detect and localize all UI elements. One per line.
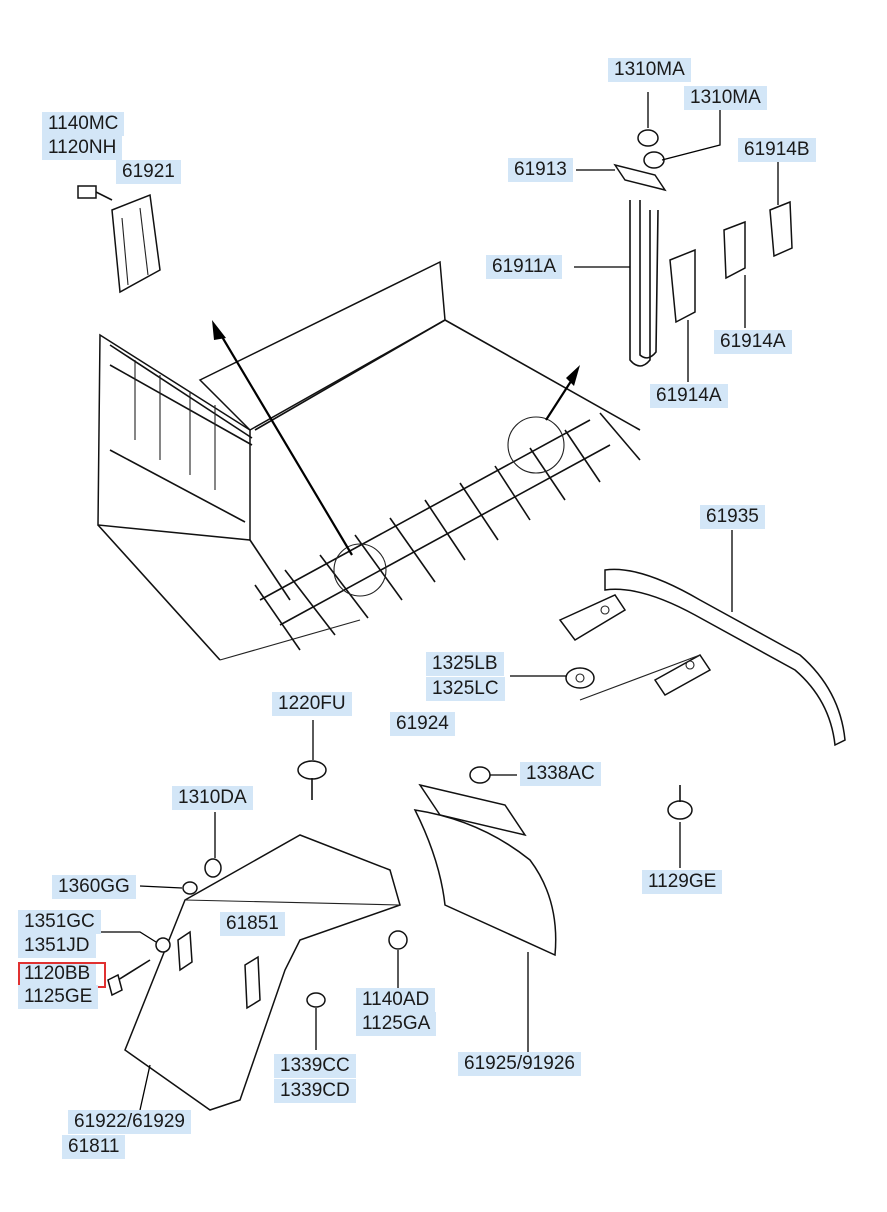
- part-label-61922-61929[interactable]: 61922/61929: [68, 1110, 191, 1134]
- part-label-1140AD[interactable]: 1140AD: [356, 988, 436, 1012]
- part-label-1125GA[interactable]: 1125GA: [356, 1012, 437, 1036]
- part-label-1140MC[interactable]: 1140MC: [42, 112, 125, 136]
- truck-bed-drawing: [97, 260, 641, 661]
- part-label-61935[interactable]: 61935: [700, 505, 765, 529]
- part-label-61913[interactable]: 61913: [508, 158, 573, 182]
- part-label-1325LC[interactable]: 1325LC: [426, 677, 505, 701]
- part-label-61924[interactable]: 61924: [390, 712, 455, 736]
- mudguard-61925-drawing: [413, 783, 557, 957]
- part-label-61925-91926[interactable]: 61925/91926: [458, 1052, 581, 1076]
- part-label-61851[interactable]: 61851: [220, 912, 285, 936]
- part-label-1310MA-upper[interactable]: 1310MA: [608, 58, 691, 82]
- nut-1325-drawing: [565, 667, 595, 689]
- mudguard-bracket-61935-drawing: [558, 568, 846, 747]
- part-label-61914A-left[interactable]: 61914A: [650, 384, 728, 408]
- part-label-1220FU[interactable]: 1220FU: [272, 692, 352, 716]
- part-label-1339CD[interactable]: 1339CD: [274, 1079, 356, 1103]
- part-label-1351GC[interactable]: 1351GC: [18, 910, 101, 934]
- part-label-61811[interactable]: 61811: [62, 1135, 126, 1159]
- ubolt-assembly-drawing: [613, 129, 793, 367]
- part-label-61921[interactable]: 61921: [116, 160, 181, 184]
- part-label-1310DA[interactable]: 1310DA: [172, 786, 253, 810]
- part-label-1129GE[interactable]: 1129GE: [642, 870, 723, 894]
- part-label-1120BB[interactable]: 1120BB: [18, 962, 97, 986]
- part-label-1338AC[interactable]: 1338AC: [520, 762, 601, 786]
- part-label-1360GG[interactable]: 1360GG: [52, 875, 136, 899]
- mudguard-61922-drawing: [124, 834, 401, 1111]
- bracket-61921-drawing: [77, 185, 161, 294]
- part-label-1120NH[interactable]: 1120NH: [42, 136, 123, 160]
- fasteners-drawing: [107, 760, 693, 1008]
- part-label-1325LB[interactable]: 1325LB: [426, 652, 504, 676]
- part-label-1351JD[interactable]: 1351JD: [18, 934, 96, 958]
- part-label-1310MA-lower[interactable]: 1310MA: [684, 86, 767, 110]
- part-label-1125GE[interactable]: 1125GE: [18, 985, 99, 1009]
- leader-lines: [100, 92, 779, 1111]
- part-label-61914B[interactable]: 61914B: [738, 138, 816, 162]
- part-label-1339CC[interactable]: 1339CC: [274, 1054, 356, 1078]
- part-label-61911A[interactable]: 61911A: [486, 255, 563, 279]
- part-label-61914A-right[interactable]: 61914A: [714, 330, 792, 354]
